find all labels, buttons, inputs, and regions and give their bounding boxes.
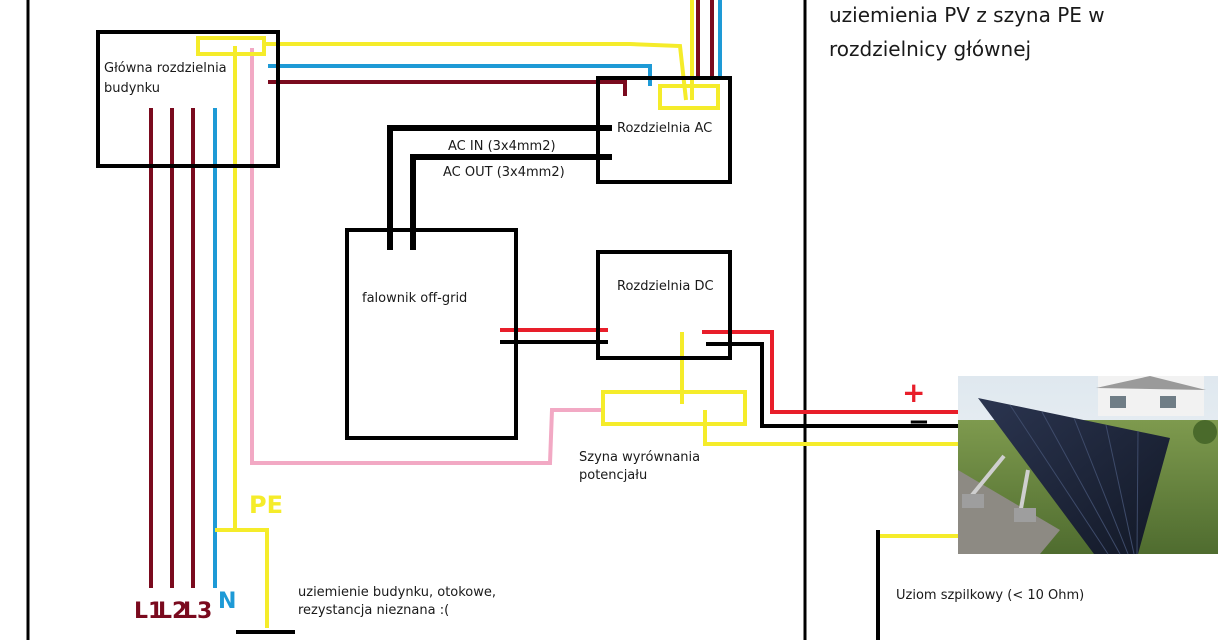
l1-label: L1 xyxy=(134,599,163,624)
ac-cables xyxy=(387,125,612,250)
ac-out-label: AC OUT (3x4mm2) xyxy=(443,165,565,180)
main-board-box xyxy=(96,30,280,168)
neutral-wires xyxy=(213,0,722,588)
l3-label: L3 xyxy=(183,599,212,624)
minus-sign: − xyxy=(908,407,930,437)
ac-board-label: Rozdzielnia AC xyxy=(617,121,712,136)
solar-panel-photo-icon xyxy=(958,376,1218,555)
building-earth-label: uziemienie budynku, otokowe, rezystancja… xyxy=(298,585,500,618)
pe-pink-wire xyxy=(250,48,602,465)
pe-yellow-wires xyxy=(196,0,963,628)
n-label: N xyxy=(218,589,236,614)
dc-minus-wires xyxy=(236,340,963,640)
busbar-label: Szyna wyrównania potencjału xyxy=(579,450,704,483)
phase-wires xyxy=(149,0,714,588)
ac-in-label: AC IN (3x4mm2) xyxy=(448,139,556,154)
main-board-label: Główna rozdzielnia budynku xyxy=(104,61,231,96)
plus-sign: + xyxy=(902,376,925,409)
pe-label: PE xyxy=(249,491,283,519)
diagram-title: uziemienia PV z szyna PE w rozdzielnicy … xyxy=(829,3,1111,61)
dc-board-box xyxy=(596,250,732,360)
spike-earth-label: Uziom szpilkowy (< 10 Ohm) xyxy=(896,588,1084,603)
dc-board-label: Rozdzielnia DC xyxy=(617,279,714,294)
inverter-box xyxy=(345,228,518,440)
l2-label: L2 xyxy=(158,599,187,624)
ac-board-box xyxy=(596,76,732,184)
inverter-label: falownik off-grid xyxy=(362,291,467,306)
